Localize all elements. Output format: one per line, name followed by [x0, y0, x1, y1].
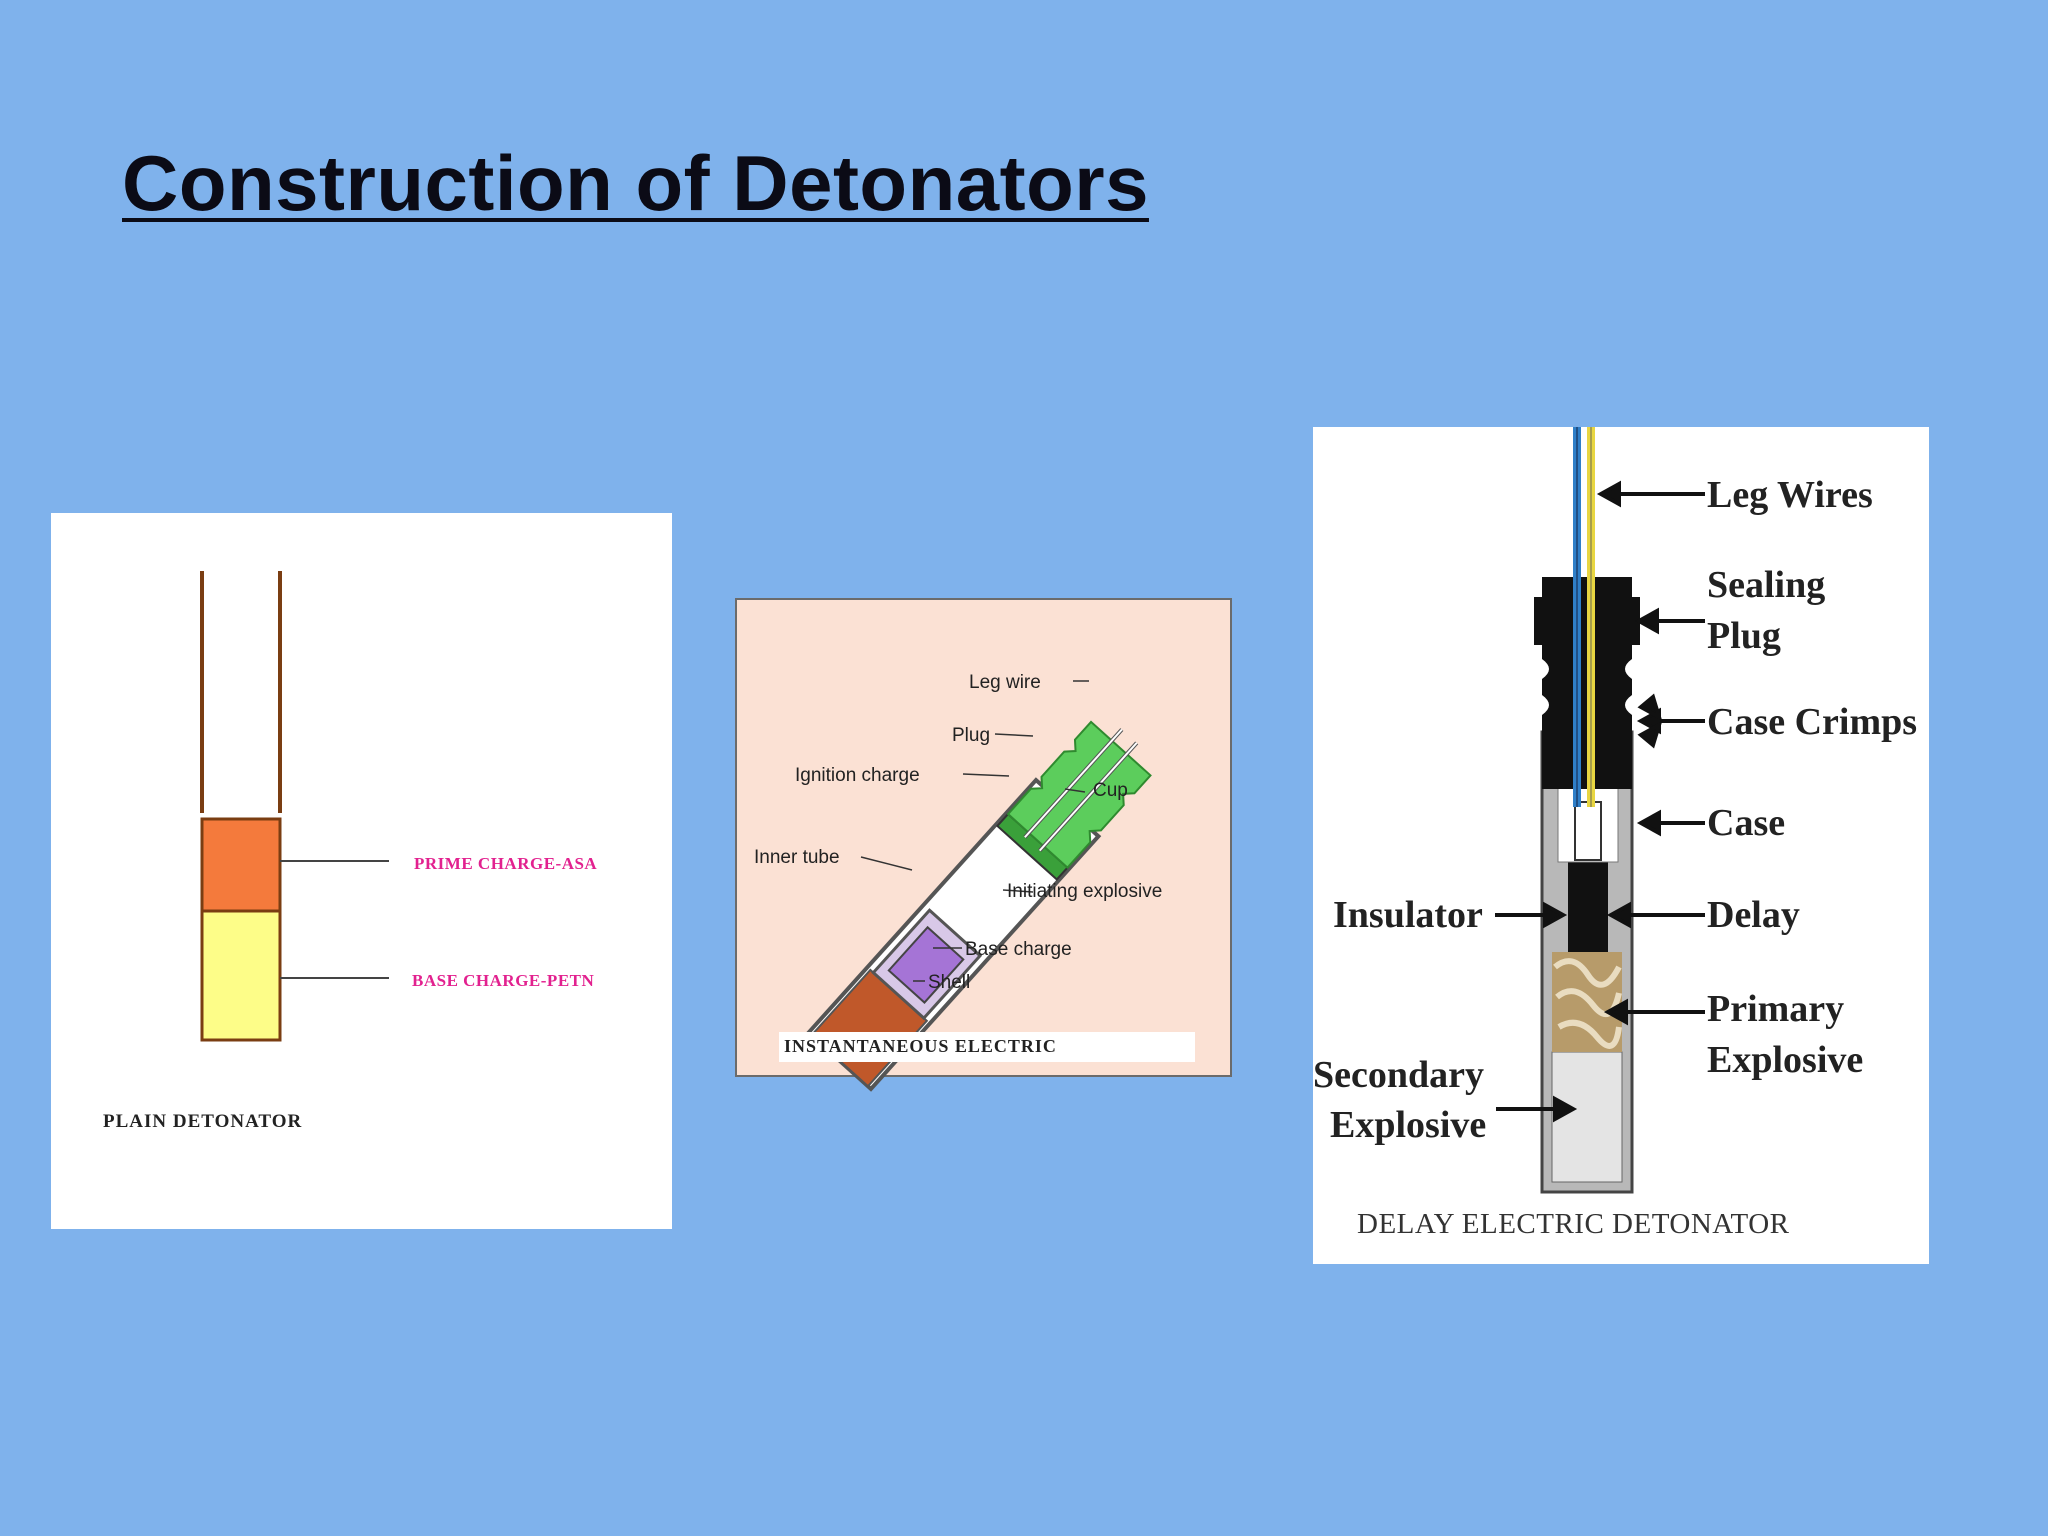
- delay-element: [1568, 860, 1608, 952]
- sealing-label: Sealing: [1707, 564, 1825, 606]
- prime-charge-label: PRIME CHARGE-ASA: [414, 854, 597, 873]
- base-charge-inst-label: Base charge: [965, 939, 1072, 960]
- primary-label: Primary: [1707, 988, 1844, 1030]
- delay-electric-panel: Leg Wires Sealing Plug Case Crimps Case …: [1313, 427, 1929, 1264]
- delay-electric-caption: DELAY ELECTRIC DETONATOR: [1357, 1208, 1790, 1240]
- instantaneous-electric-caption: INSTANTANEOUS ELECTRIC: [784, 1036, 1057, 1056]
- plain-detonator-diagram: PRIME CHARGE-ASA BASE CHARGE-PETN PLAIN …: [103, 571, 597, 1132]
- plain-prime-charge: [200, 817, 282, 913]
- shell-label: Shell: [928, 972, 970, 993]
- inner-tube-label: Inner tube: [754, 847, 840, 868]
- secondary-label: Secondary: [1313, 1054, 1484, 1096]
- leg-wires-label: Leg Wires: [1707, 474, 1873, 516]
- inst-plug: [1006, 720, 1152, 869]
- insulator-label: Insulator: [1333, 894, 1483, 936]
- case-label: Case: [1707, 802, 1785, 844]
- secondary-explosive-label: Explosive: [1330, 1104, 1486, 1146]
- primary-explosive-label: Explosive: [1707, 1039, 1863, 1081]
- plain-base-charge: [200, 909, 282, 1042]
- case-crimps-label: Case Crimps: [1707, 701, 1917, 743]
- inst-initiating-explosive: [887, 925, 965, 1004]
- instantaneous-electric-panel: Leg wire Plug Ignition charge Cup Inner …: [735, 598, 1232, 1092]
- page-title: Construction of Detonators: [122, 139, 1149, 227]
- base-charge-label: BASE CHARGE-PETN: [412, 971, 594, 990]
- delay-label: Delay: [1707, 894, 1800, 936]
- inst-ignition-charge: [931, 827, 1056, 953]
- ignition-charge-label: Ignition charge: [795, 765, 920, 786]
- plug-label: Plug: [952, 725, 990, 746]
- cup-label: Cup: [1093, 780, 1128, 801]
- plain-detonator-caption: PLAIN DETONATOR: [103, 1111, 302, 1132]
- initiating-explosive-label: Initiating explosive: [1007, 881, 1162, 902]
- delay-electric-diagram: Leg Wires Sealing Plug Case Crimps Case …: [1313, 427, 1917, 1240]
- plain-detonator-panel: PRIME CHARGE-ASA BASE CHARGE-PETN PLAIN …: [51, 513, 672, 1229]
- instantaneous-electric-diagram: Leg wire Plug Ignition charge Cup Inner …: [754, 672, 1195, 1092]
- leg-wire-label: Leg wire: [969, 672, 1041, 693]
- sealing-plug-label: Plug: [1707, 615, 1781, 657]
- inst-caption-bg: [779, 1032, 1195, 1062]
